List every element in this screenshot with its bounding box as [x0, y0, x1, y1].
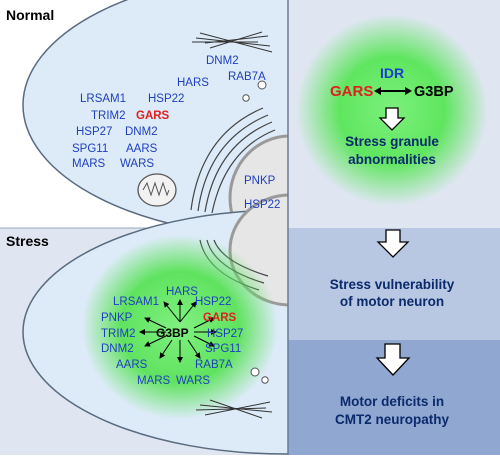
right-gars-label: GARS — [330, 83, 373, 100]
deficits-line1: Motor deficits in — [340, 394, 444, 409]
stress-gene-hsp22: HSP22 — [195, 296, 231, 308]
gene-trim2: TRIM2 — [91, 110, 126, 122]
down-arrow-2-icon — [376, 229, 410, 258]
gene-dnm2: DNM2 — [125, 126, 158, 138]
stress-gene-aars: AARS — [116, 359, 148, 371]
stress-gene-gars: GARS — [203, 312, 237, 324]
down-arrow-1-icon — [378, 107, 406, 131]
gene-hsp27: HSP27 — [76, 126, 112, 138]
gene-lrsam1: LRSAM1 — [80, 93, 126, 105]
gene-hsp22-b: HSP22 — [244, 199, 280, 211]
gene-wars: WARS — [120, 158, 154, 170]
stress-g3bp: G3BP — [156, 326, 189, 340]
gene-aars: AARS — [126, 143, 158, 155]
gene-rab7a: RAB7A — [228, 71, 266, 83]
right-g3bp-label: G3BP — [414, 84, 454, 100]
stress-gene-spg11: SPG11 — [205, 343, 241, 355]
normal-cell — [22, 0, 288, 262]
vulnerability-line1: Stress vulnerability — [330, 277, 455, 292]
stress-gene-lrsam1: LRSAM1 — [113, 296, 159, 308]
gene-hars: HARS — [177, 77, 209, 89]
stress-gene-pnkp: PNKP — [101, 312, 133, 324]
double-arrow-icon — [374, 87, 412, 95]
gene-dnm2-top: DNM2 — [206, 55, 239, 67]
stress-cell — [22, 193, 288, 455]
stress-gene-trim2: TRIM2 — [101, 328, 136, 340]
normal-label: Normal — [6, 7, 54, 23]
stress-granule-glow — [82, 235, 278, 419]
stress-granule-line1: Stress granule — [345, 134, 439, 149]
gene-mars: MARS — [72, 158, 106, 170]
stress-granule-line2: abnormalities — [348, 152, 436, 167]
stress-gene-hars: HARS — [166, 286, 198, 298]
idr-label: IDR — [380, 65, 404, 81]
stress-label: Stress — [6, 233, 49, 249]
down-arrow-3-icon — [375, 343, 411, 376]
gene-gars: GARS — [136, 110, 170, 122]
cytoskeleton-lines — [192, 31, 273, 53]
deficits-line2: CMT2 neuropathy — [335, 412, 449, 427]
stress-gene-rab7a: RAB7A — [195, 359, 233, 371]
vulnerability-line2: of motor neuron — [340, 294, 444, 309]
gene-hsp22-a: HSP22 — [148, 93, 184, 105]
stress-gene-wars: WARS — [176, 375, 210, 387]
stress-gene-mars: MARS — [137, 375, 171, 387]
stress-gene-hsp27: HSP27 — [207, 328, 243, 340]
gene-spg11: SPG11 — [72, 143, 108, 155]
mitochondrion-icon — [137, 173, 177, 207]
g3bp-arrows — [139, 299, 217, 363]
gene-pnkp: PNKP — [244, 175, 276, 187]
stress-gene-dnm2: DNM2 — [101, 343, 134, 355]
